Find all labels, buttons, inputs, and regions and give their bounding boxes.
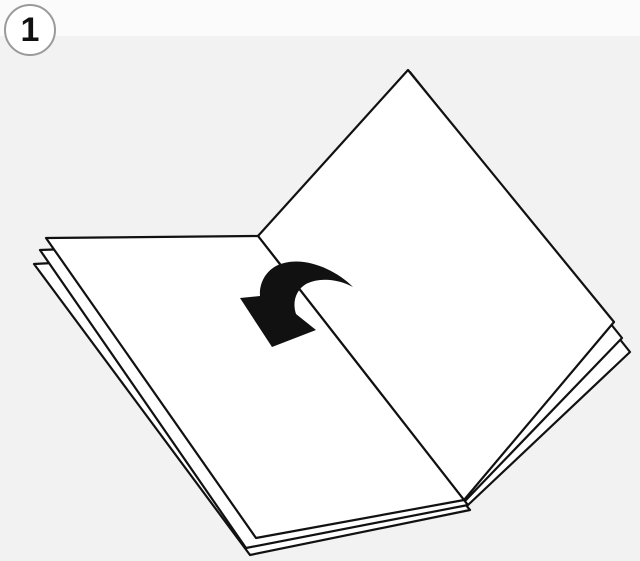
instruction-step-panel: 1 [0, 0, 640, 561]
booklet-illustration [0, 0, 640, 561]
